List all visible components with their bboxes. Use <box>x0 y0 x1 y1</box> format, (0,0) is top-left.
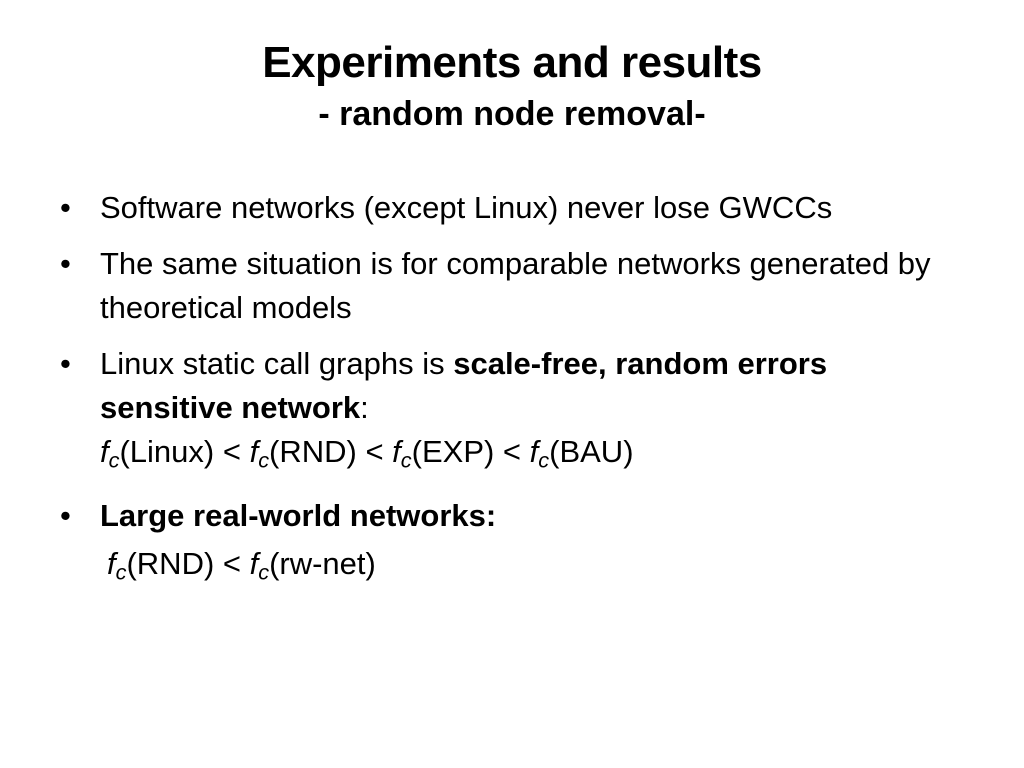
formula-subscript: c <box>108 447 120 473</box>
formula-term: (EXP) < <box>411 434 530 469</box>
formula-f: f <box>107 546 116 582</box>
threshold-formula: fc(Linux) < fc(RND) < fc(EXP) < fc(BAU) <box>100 430 960 482</box>
formula-subscript: c <box>258 447 270 473</box>
formula-f: f <box>100 434 109 469</box>
formula-f: f <box>249 546 259 582</box>
title-main: Experiments and results <box>262 38 762 87</box>
formula-term: (RND) < <box>126 546 250 582</box>
bullet-glyph: • <box>60 190 71 225</box>
bullet-item-1: • Software networks (except Linux) never… <box>60 186 960 230</box>
slide-title: Experiments and results - random node re… <box>0 38 1024 134</box>
formula-term: (BAU) <box>549 434 634 469</box>
bullet-text: The same situation is for comparable net… <box>100 246 931 325</box>
bullet-text-trail: : <box>360 390 369 425</box>
formula-f: f <box>249 434 259 469</box>
bullet-text: Software networks (except Linux) never l… <box>100 190 833 225</box>
formula-subscript: c <box>258 559 270 585</box>
bullet-item-4: • Large real-world networks: fc(RND) < f… <box>60 494 960 594</box>
final-formula: fc(RND) < fc(rw-net) <box>60 542 960 594</box>
formula-subscript: c <box>115 559 127 585</box>
formula-subscript: c <box>538 447 550 473</box>
formula-f: f <box>392 434 401 469</box>
bullet-text-bold: Large real-world networks: <box>100 498 497 534</box>
bullet-glyph: • <box>60 498 71 534</box>
bullet-glyph: • <box>60 346 71 381</box>
bullet-item-2: • The same situation is for comparable n… <box>60 242 960 330</box>
bullet-item-3: • Linux static call graphs is scale-free… <box>60 342 960 482</box>
formula-subscript: c <box>400 447 412 473</box>
formula-term: (RND) < <box>269 434 393 469</box>
formula-term: (Linux) < <box>119 434 250 469</box>
title-subtitle: - random node removal- <box>318 94 706 133</box>
bullet-glyph: • <box>60 246 71 281</box>
bullet-list: • Software networks (except Linux) never… <box>60 186 960 607</box>
formula-f: f <box>529 434 539 469</box>
bullet-text-bold: scale-free, random errors sensitive netw… <box>100 346 828 425</box>
formula-term: (rw-net) <box>269 546 376 582</box>
bullet-text-lead: Linux static call graphs is <box>100 346 454 381</box>
